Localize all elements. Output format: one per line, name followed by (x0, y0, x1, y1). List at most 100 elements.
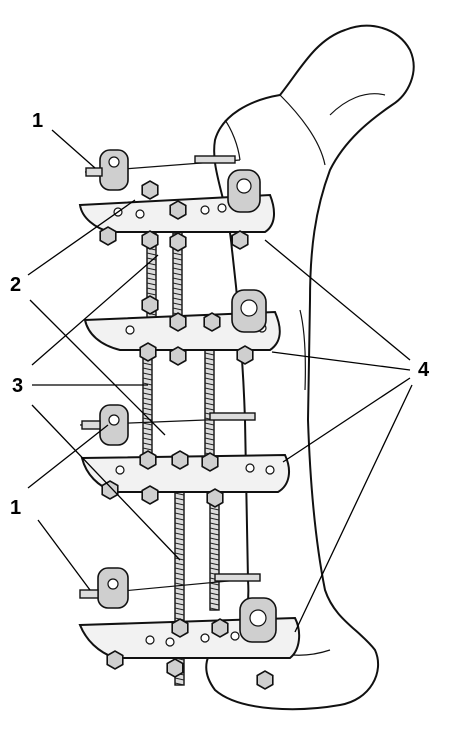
thread-mark (172, 282, 183, 286)
thread-mark (174, 517, 185, 521)
hex-nut (203, 312, 221, 332)
thread-mark (172, 292, 183, 296)
thread-mark (209, 602, 220, 606)
hex-nut (171, 450, 189, 470)
thread-mark (142, 402, 153, 406)
thread-mark (174, 507, 185, 511)
hex-nut (169, 312, 187, 332)
thread-mark (204, 402, 215, 406)
thread-mark (172, 287, 183, 291)
leader-4a (264, 239, 411, 361)
clamp-third-left (99, 404, 129, 446)
femur-bone (205, 24, 415, 711)
plate-hole (145, 635, 155, 645)
callout-1-top: 1 (32, 110, 43, 132)
thread-mark (142, 387, 153, 391)
plate-hole (125, 325, 135, 335)
thread-mark (174, 527, 185, 531)
thread-mark (174, 572, 185, 576)
hex-nut (106, 650, 124, 670)
hex-nut (236, 345, 254, 365)
thread-mark (204, 382, 215, 386)
plate-hole (200, 633, 210, 643)
thread-mark (209, 527, 220, 531)
hex-nut (99, 226, 117, 246)
leader-2 (27, 199, 136, 276)
thread-mark (146, 272, 157, 276)
thread-mark (204, 397, 215, 401)
hex-nut (171, 618, 189, 638)
hex-nut (139, 450, 157, 470)
leader-1-lower-a (27, 424, 109, 489)
plate-hole (135, 209, 145, 219)
thread-mark (204, 447, 215, 451)
thread-mark (174, 577, 185, 581)
thread-mark (204, 427, 215, 431)
plate-holes (113, 203, 275, 647)
plate-hole (217, 203, 227, 213)
support-plates (78, 193, 301, 659)
thread-mark (209, 557, 220, 561)
leader-2b (29, 299, 166, 436)
hex-nut (211, 618, 229, 638)
thread-mark (174, 612, 185, 616)
thread-mark (209, 592, 220, 596)
thread-mark (209, 567, 220, 571)
thread-mark (142, 377, 153, 381)
leader-4d (294, 384, 413, 633)
thread-mark (146, 267, 157, 271)
thread-mark (209, 552, 220, 556)
hex-nut (141, 485, 159, 505)
thread-mark (172, 272, 183, 276)
thread-mark (204, 367, 215, 371)
thread-mark (142, 412, 153, 416)
thread-mark (209, 507, 220, 511)
thread-mark (172, 262, 183, 266)
thread-mark (174, 492, 185, 496)
thread-mark (204, 352, 215, 356)
callout-labels: 1 2 3 4 1 (10, 110, 430, 519)
thread-mark (142, 437, 153, 441)
thread-mark (146, 257, 157, 261)
thread-mark (174, 597, 185, 601)
hex-nut (141, 295, 159, 315)
thread-mark (174, 532, 185, 536)
thread-mark (204, 432, 215, 436)
thread-mark (174, 567, 185, 571)
pin-clamps (97, 149, 277, 643)
leader-1-top (51, 129, 96, 169)
thread-mark (209, 607, 220, 611)
thread-mark (204, 392, 215, 396)
plate-hole (245, 463, 255, 473)
thread-mark (174, 522, 185, 526)
thread-mark (209, 562, 220, 566)
thread-mark (204, 442, 215, 446)
thread-mark (142, 442, 153, 446)
thread-mark (209, 597, 220, 601)
hex-nut (101, 480, 119, 500)
thread-mark (209, 547, 220, 551)
callout-4: 4 (418, 359, 430, 381)
thread-mark (209, 587, 220, 591)
thread-mark (146, 282, 157, 286)
thread-mark (172, 267, 183, 271)
thread-mark (174, 502, 185, 506)
callout-3: 3 (12, 375, 23, 397)
leader-4c (282, 377, 411, 463)
clamp-second-right (231, 289, 267, 333)
thread-mark (142, 422, 153, 426)
hex-nut (256, 670, 274, 690)
thread-mark (174, 607, 185, 611)
thread-mark (209, 542, 220, 546)
thread-mark (174, 547, 185, 551)
thread-mark (172, 302, 183, 306)
thread-mark (204, 387, 215, 391)
hex-nut (206, 488, 224, 508)
thread-mark (174, 682, 185, 686)
clamp-top-left (99, 149, 129, 191)
thread-mark (204, 372, 215, 376)
thread-mark (142, 427, 153, 431)
nuts (99, 180, 274, 690)
hex-nut (139, 342, 157, 362)
